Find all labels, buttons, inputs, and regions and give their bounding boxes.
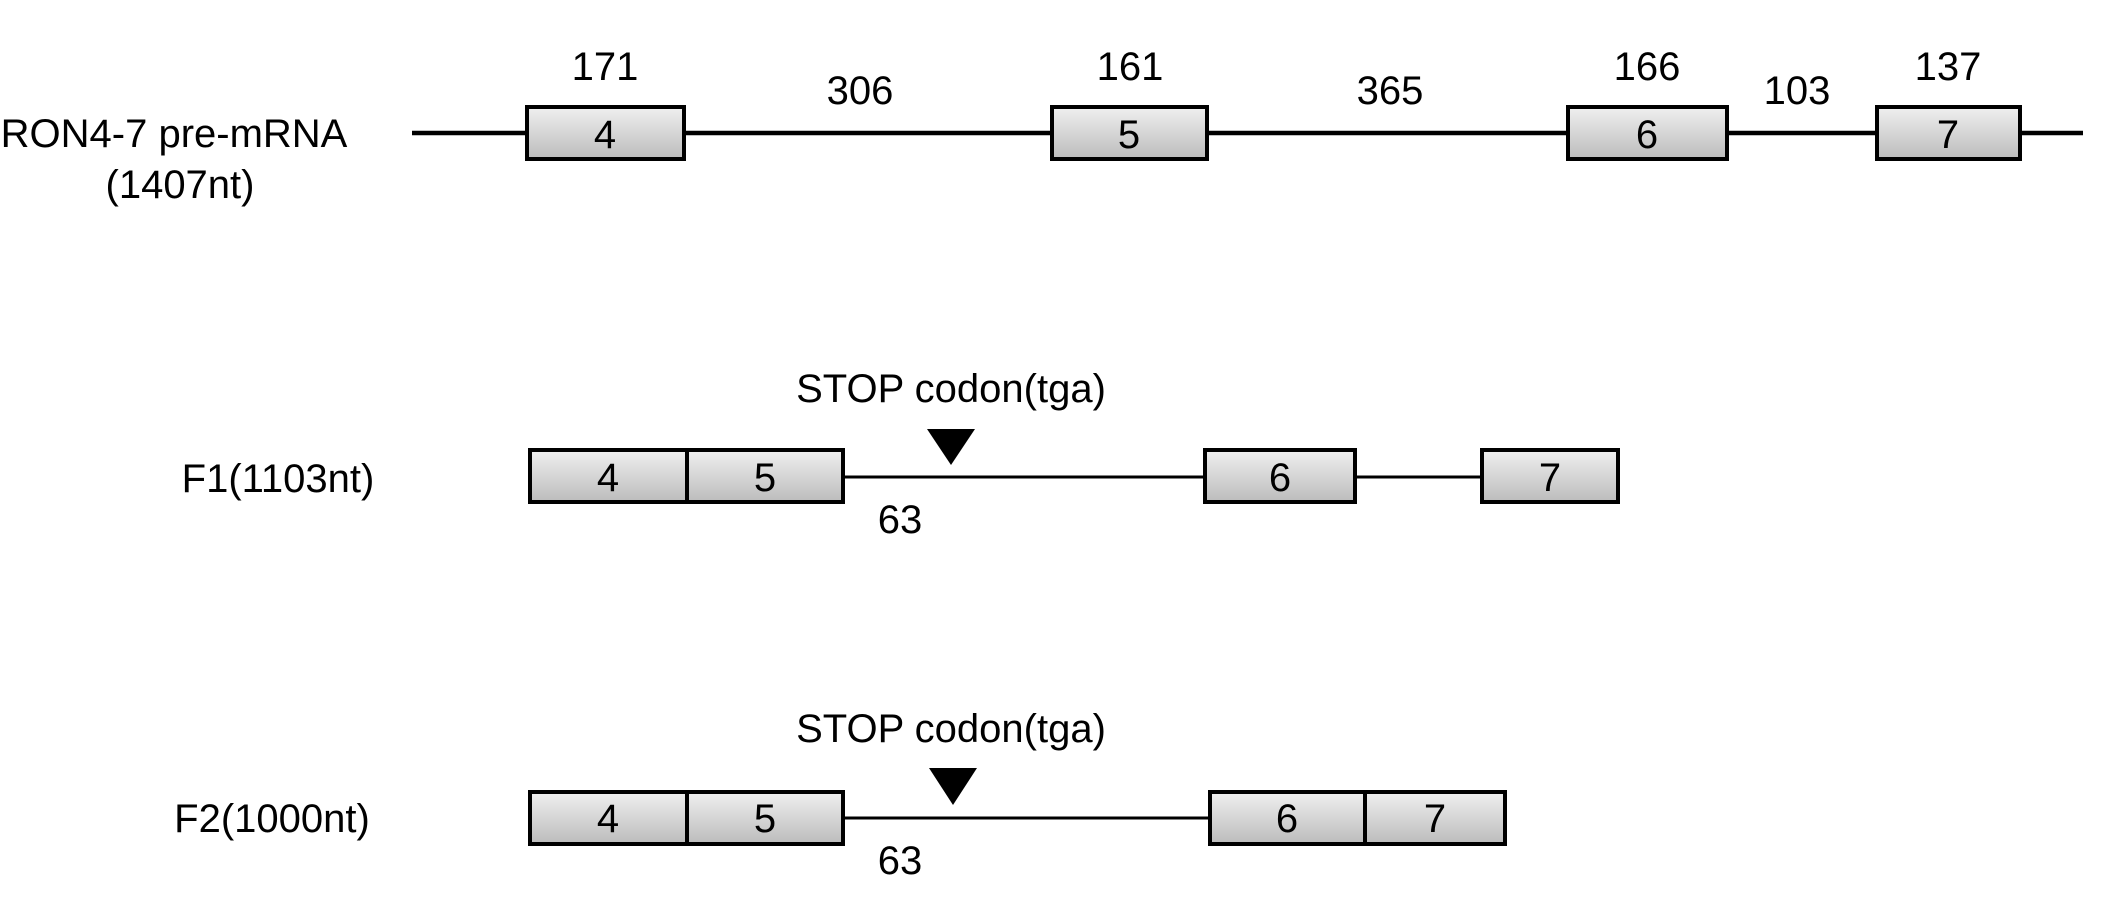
f1-retained-length-label: 63 xyxy=(878,498,923,542)
premrna-exon6-box xyxy=(1566,105,1729,161)
premrna-label: RON4-7 pre-mRNA xyxy=(1,112,348,156)
premrna-exon5-number: 5 xyxy=(1118,113,1140,157)
f2-exon6-number: 6 xyxy=(1276,797,1298,841)
premrna-exon5-length: 161 xyxy=(1097,45,1164,89)
f2-exon4-number: 4 xyxy=(597,797,619,841)
f2-stop-marker-icon xyxy=(929,768,977,805)
f2-row: F2(1000nt) STOP codon(tga) 63 4 5 6 7 xyxy=(174,707,1507,883)
f1-exon6-number: 6 xyxy=(1269,456,1291,500)
premrna-intron67-length: 103 xyxy=(1764,69,1831,113)
f1-label: F1(1103nt) xyxy=(182,457,375,501)
premrna-intron56-length: 365 xyxy=(1357,69,1424,113)
premrna-exon6-length: 166 xyxy=(1614,45,1681,89)
f2-stop-annotation: STOP codon(tga) xyxy=(796,707,1106,751)
f1-stop-marker-icon xyxy=(927,429,975,465)
f2-exon5-box xyxy=(685,790,845,846)
f1-stop-annotation: STOP codon(tga) xyxy=(796,367,1106,411)
premrna-exon4-number: 4 xyxy=(594,113,616,157)
f1-exon5-number: 5 xyxy=(754,456,776,500)
f2-exon7-number: 7 xyxy=(1424,797,1446,841)
f2-label: F2(1000nt) xyxy=(174,797,370,841)
f2-exon6-box xyxy=(1208,790,1367,846)
premrna-exon5-box xyxy=(1050,105,1209,161)
f1-exon4-number: 4 xyxy=(597,456,619,500)
premrna-exon7-length: 137 xyxy=(1915,45,1982,89)
premrna-exon7-number: 7 xyxy=(1937,113,1959,157)
f2-exon5-number: 5 xyxy=(754,797,776,841)
premrna-exon4-length: 171 xyxy=(572,45,639,89)
premrna-length-label: (1407nt) xyxy=(106,163,255,207)
f1-exon7-number: 7 xyxy=(1539,456,1561,500)
f1-exon6-box xyxy=(1203,448,1357,504)
f2-exon7-box xyxy=(1363,790,1507,846)
f1-exon5-box xyxy=(685,448,845,504)
premrna-row: RON4-7 pre-mRNA (1407nt) 171 161 166 137… xyxy=(1,45,2083,207)
premrna-exon4-box xyxy=(525,105,686,161)
f2-retained-length-label: 63 xyxy=(878,839,923,883)
premrna-intron45-length: 306 xyxy=(827,69,894,113)
f1-exon7-box xyxy=(1480,448,1620,504)
premrna-exon7-box xyxy=(1875,105,2022,161)
f1-row: F1(1103nt) STOP codon(tga) 63 4 5 6 7 xyxy=(182,367,1620,542)
premrna-exon6-number: 6 xyxy=(1636,113,1658,157)
